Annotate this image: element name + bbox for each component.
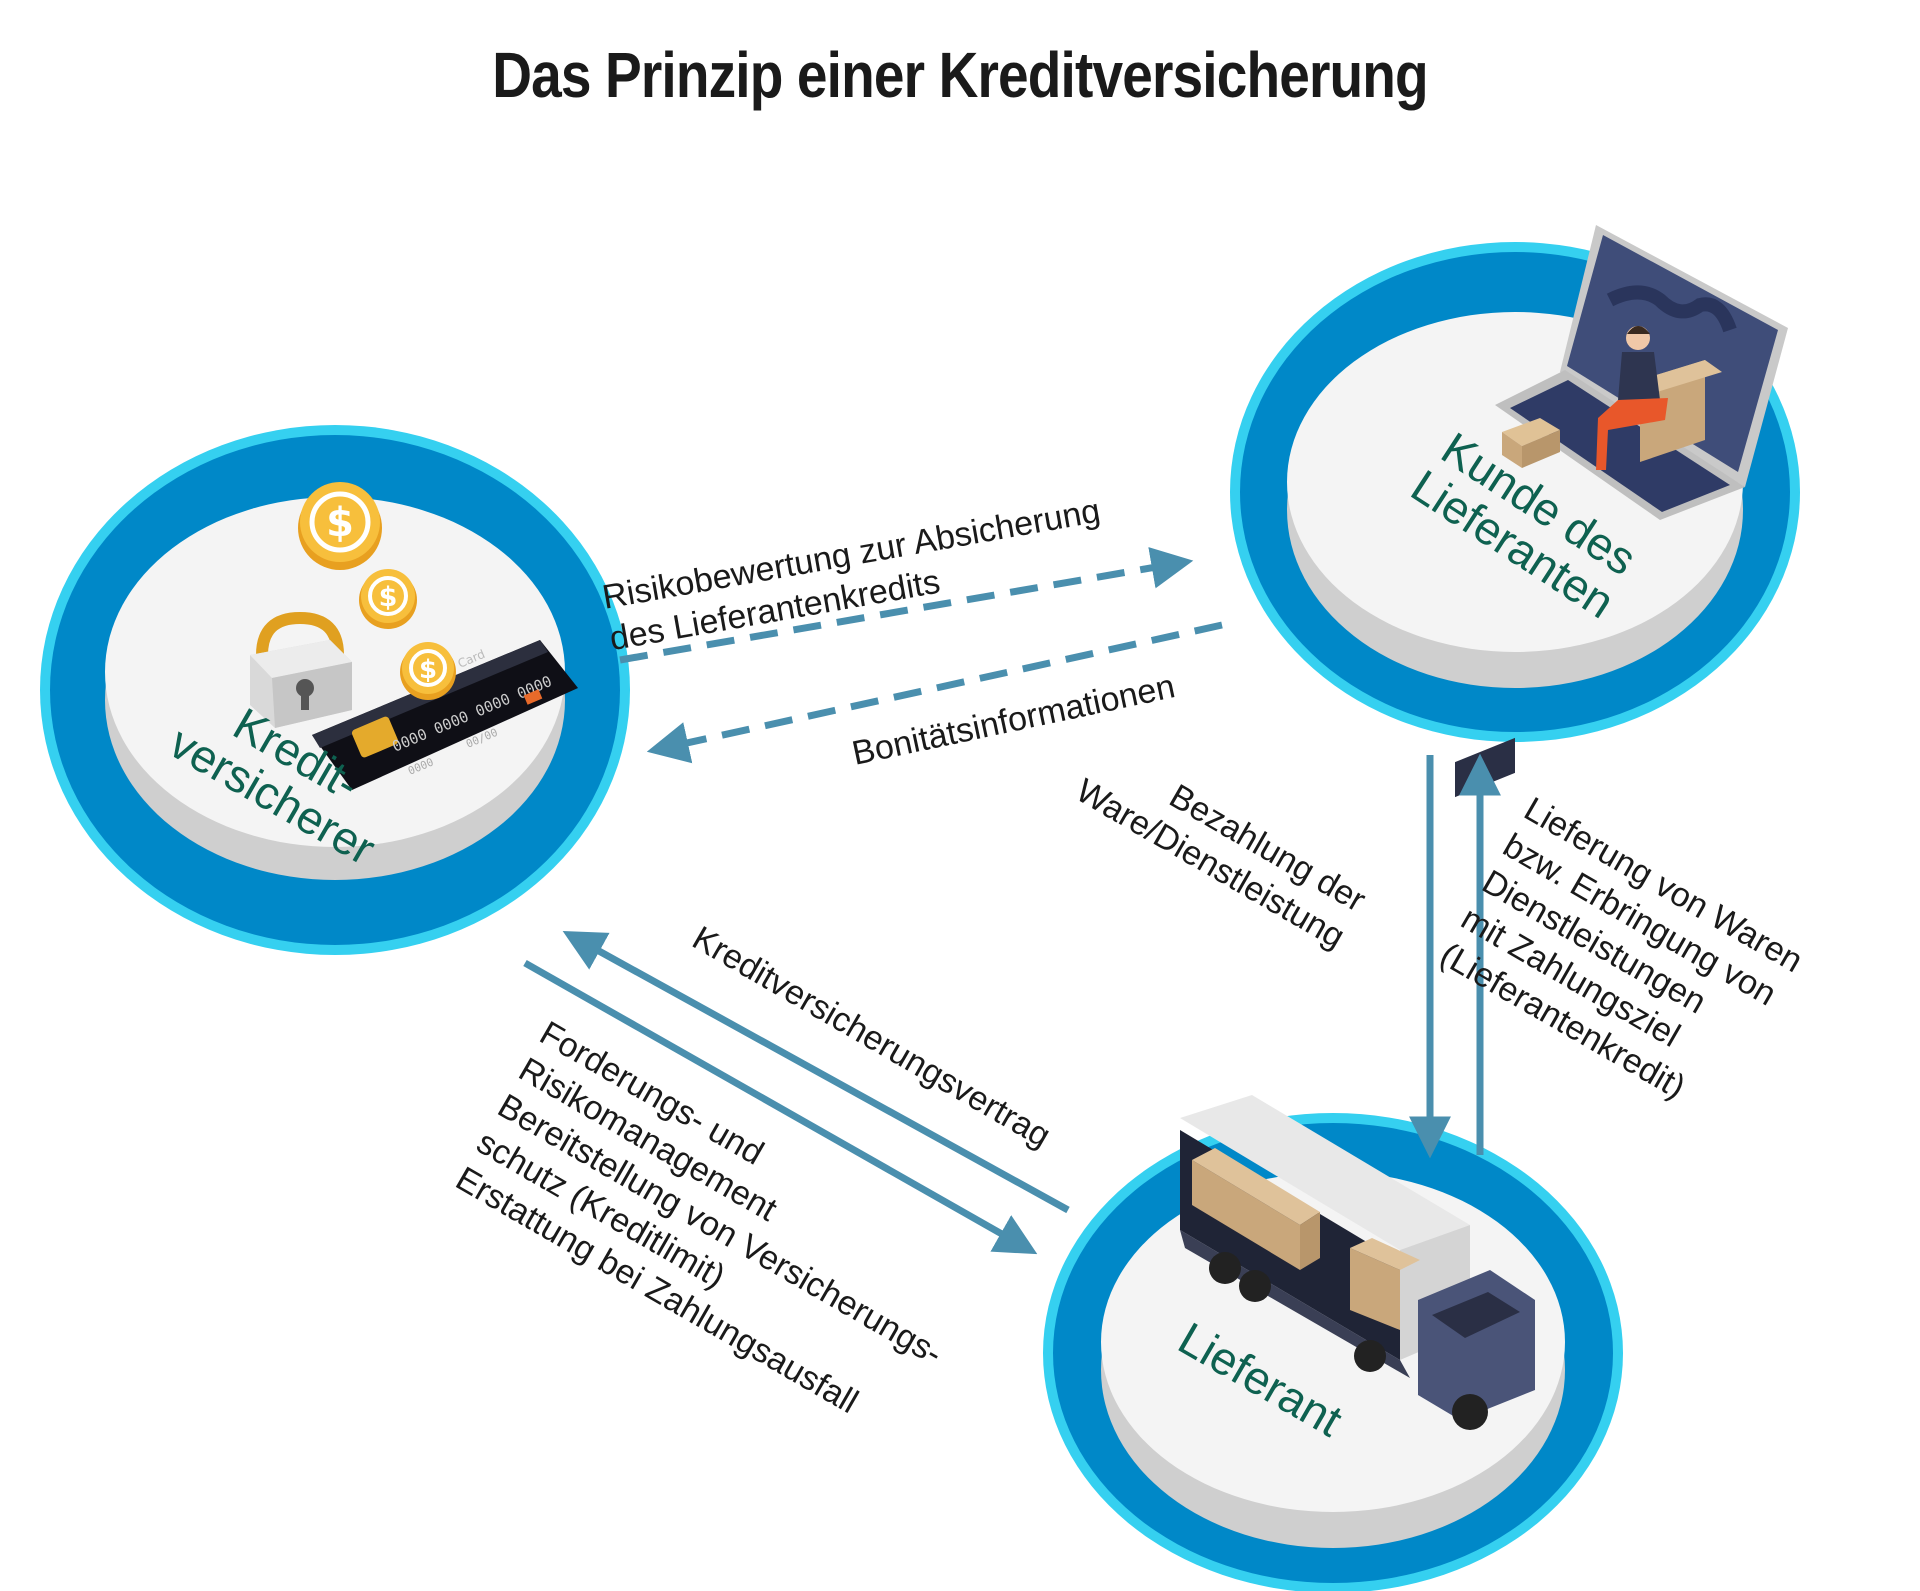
- laptop-icon: [1495, 225, 1788, 520]
- wheel: [1354, 1340, 1386, 1372]
- arrow-bonitaet: [646, 621, 1223, 764]
- coin-icon: $: [400, 642, 456, 700]
- node-kunde: Kunde des Lieferanten: [1230, 225, 1800, 742]
- svg-text:$: $: [419, 655, 437, 685]
- coin-icon: $: [359, 569, 417, 629]
- label-bonitaet: Bonitätsinformationen: [849, 667, 1179, 773]
- wheel: [1239, 1270, 1271, 1302]
- arrow-services: [523, 959, 1038, 1255]
- node-kreditversicherer: $ $ 0000 0000 0000 0000 0000 00/00 Card: [40, 425, 630, 955]
- arrow-contract: [562, 930, 1070, 1214]
- node-lieferant: Lieferant: [1043, 737, 1623, 1591]
- label-contract: Kreditversicherungsvertrag: [686, 919, 1057, 1155]
- cargo-boxes-icon: [1192, 1148, 1420, 1330]
- arrow-risk-assessment: [619, 547, 1194, 664]
- svg-text:$: $: [326, 500, 354, 546]
- coin-icon: $: [298, 482, 382, 570]
- padlock-icon: [250, 611, 352, 728]
- person-icon: [1596, 326, 1722, 470]
- parcel-icon: [1502, 418, 1560, 468]
- credit-card-icon: 0000 0000 0000 0000 0000 00/00 Card: [312, 640, 578, 790]
- wheel: [1209, 1252, 1241, 1284]
- diagram-title: Das Prinzip einer Kreditversicherung: [492, 39, 1428, 111]
- svg-text:$: $: [379, 582, 398, 613]
- wheel: [1452, 1394, 1488, 1430]
